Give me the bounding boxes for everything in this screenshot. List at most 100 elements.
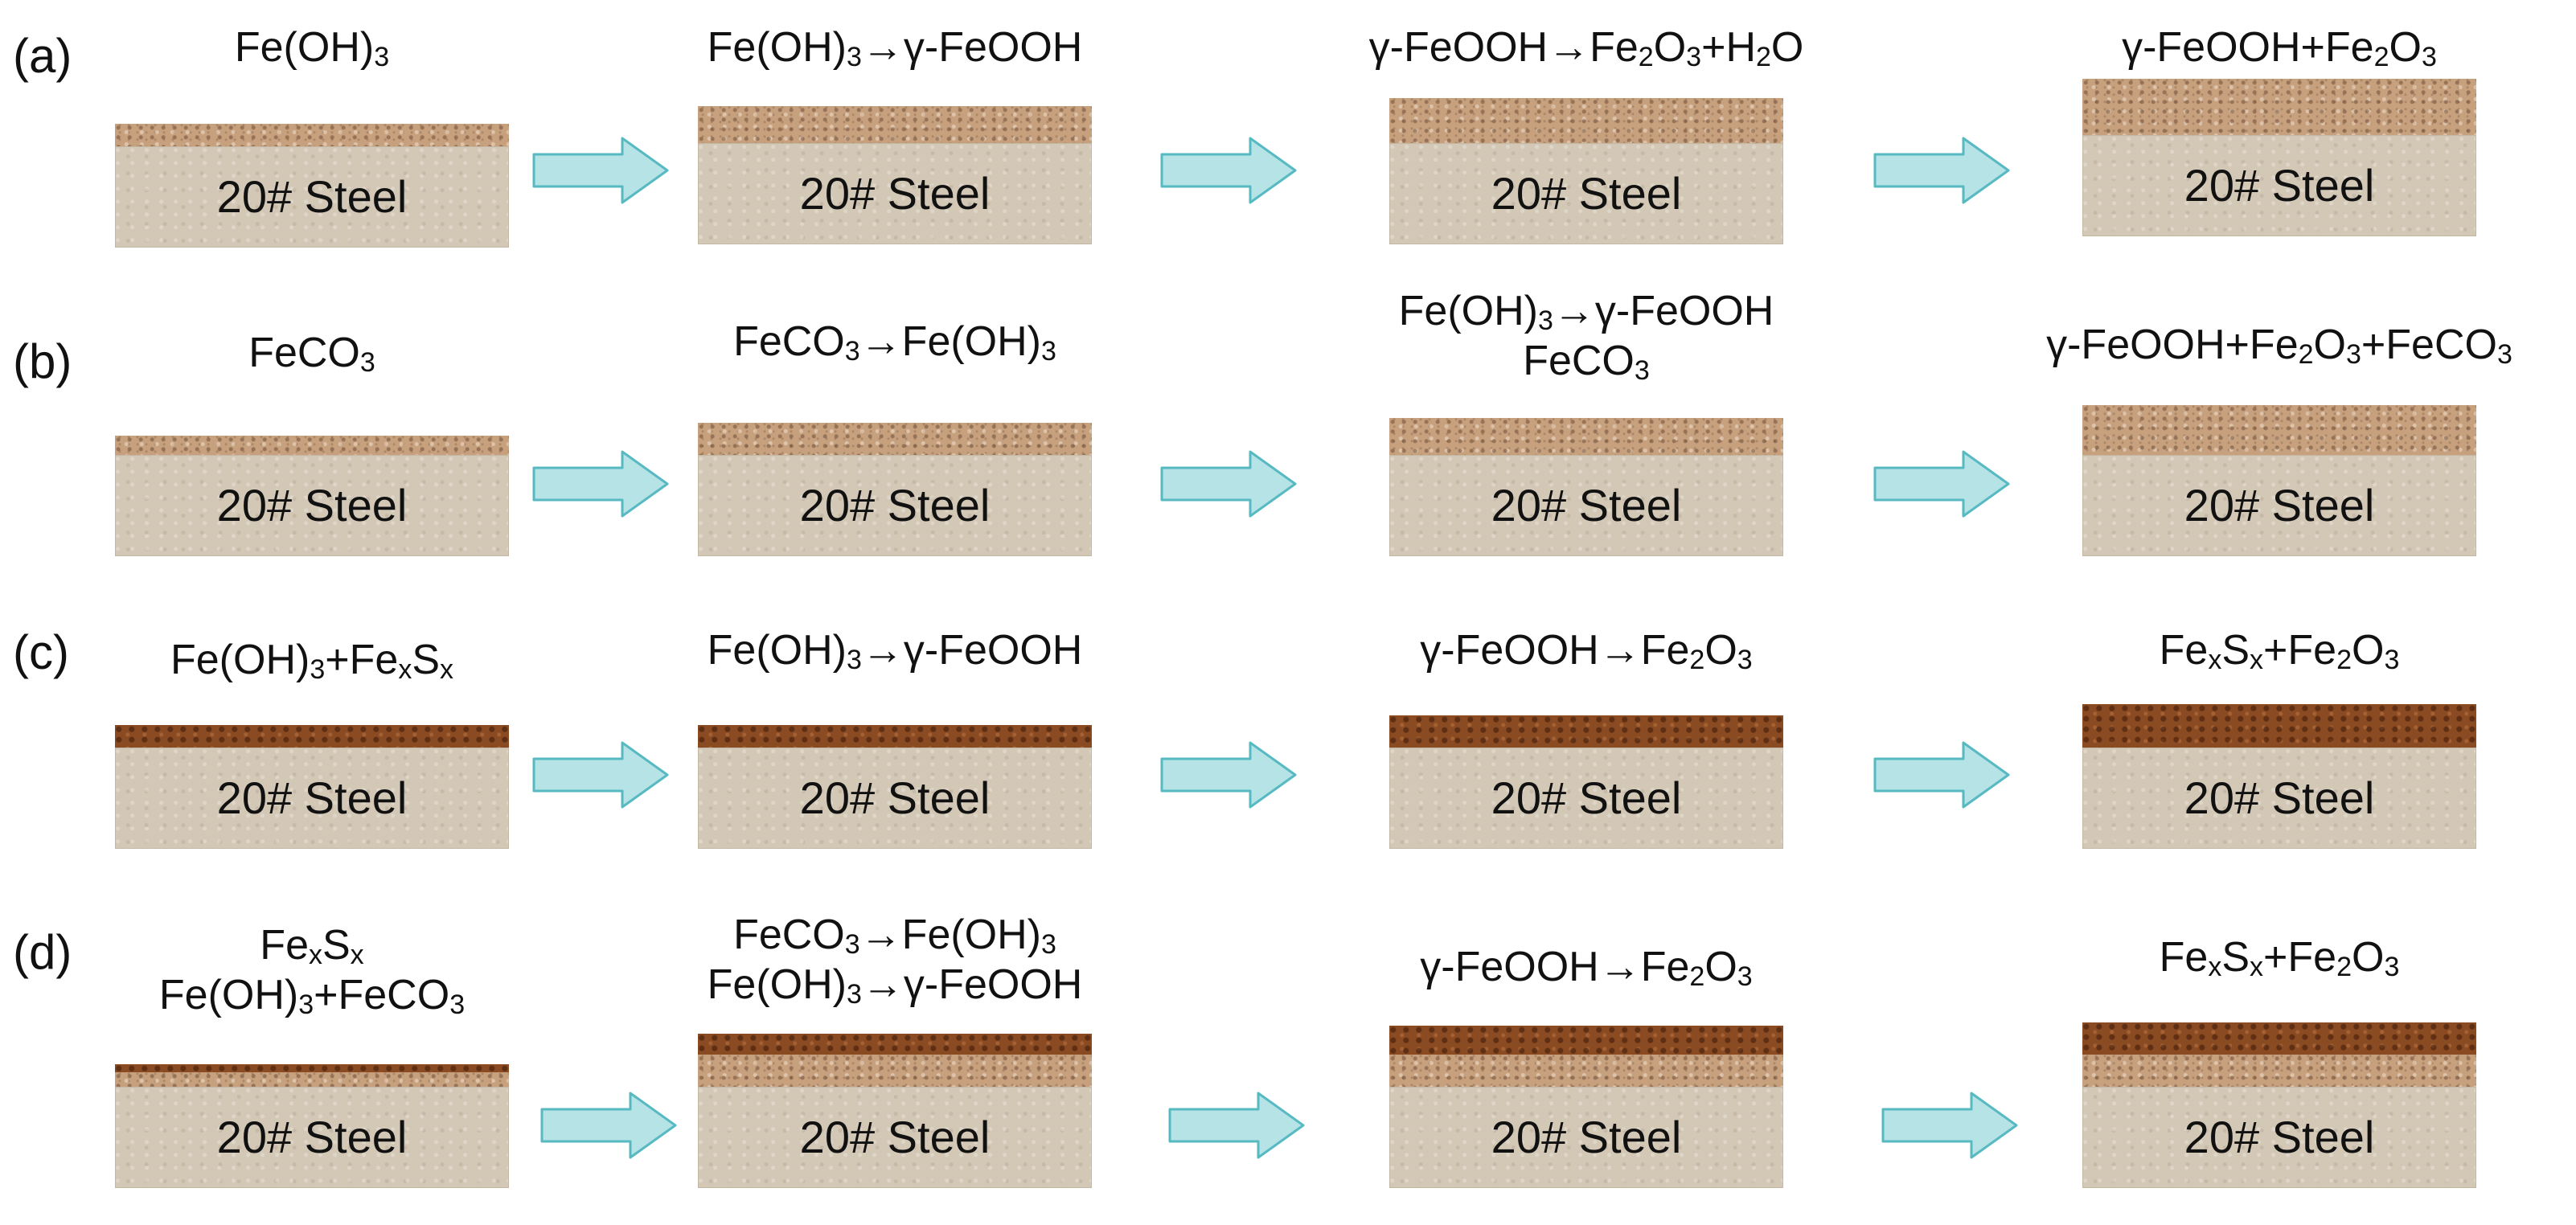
corrosion-film-layer-outer [115, 1064, 509, 1072]
product-label: γ-FeOOH+Fe2O3+FeCO3 [2046, 322, 2512, 370]
corrosion-film-layer [698, 106, 1092, 143]
steel-substrate: 20# Steel [698, 1087, 1092, 1188]
row-label: (b) [13, 334, 72, 388]
corrosion-film-layer [1389, 98, 1783, 143]
steel-label: 20# Steel [2184, 1112, 2375, 1162]
row-label: (d) [13, 925, 72, 979]
steel-label: 20# Steel [1491, 480, 1682, 531]
steel-label: 20# Steel [216, 1112, 408, 1162]
steel-substrate: 20# Steel [1389, 143, 1783, 244]
steel-panel: 20# Steel [698, 423, 1092, 556]
right-arrow-icon [1873, 741, 2010, 809]
steel-substrate: 20# Steel [115, 1087, 509, 1188]
corrosion-film-layer-outer [698, 1034, 1092, 1055]
right-arrow-icon [532, 741, 669, 809]
steel-substrate: 20# Steel [698, 748, 1092, 849]
steel-substrate: 20# Steel [2082, 455, 2476, 556]
right-arrow-icon [1160, 741, 1297, 809]
product-label: γ-FeOOH→Fe2O3+H2O [1368, 24, 1804, 72]
corrosion-film-layer [115, 124, 509, 146]
steel-panel: 20# Steel [2082, 704, 2476, 849]
steel-substrate: 20# Steel [115, 748, 509, 849]
product-label: FexSx+Fe2O3 [2159, 627, 2400, 675]
steel-substrate: 20# Steel [698, 455, 1092, 556]
steel-substrate: 20# Steel [115, 455, 509, 556]
product-label: γ-FeOOH→Fe2O3 [1420, 627, 1753, 675]
row-label: (a) [13, 29, 72, 83]
steel-substrate: 20# Steel [2082, 748, 2476, 849]
steel-substrate: 20# Steel [2082, 135, 2476, 236]
steel-label: 20# Steel [2184, 480, 2375, 531]
steel-label: 20# Steel [216, 772, 408, 823]
right-arrow-icon [1873, 137, 2010, 204]
corrosion-film-layer [2082, 1055, 2476, 1087]
steel-substrate: 20# Steel [698, 143, 1092, 244]
steel-panel: 20# Steel [115, 436, 509, 556]
corrosion-film-layer [2082, 704, 2476, 748]
corrosion-film-layer [698, 423, 1092, 455]
steel-panel: 20# Steel [2082, 405, 2476, 556]
steel-panel: 20# Steel [698, 725, 1092, 849]
product-label: FexSx+Fe2O3 [2159, 934, 2400, 982]
steel-label: 20# Steel [799, 480, 991, 531]
right-arrow-icon [1881, 1092, 2018, 1159]
right-arrow-icon [540, 1092, 677, 1159]
steel-panel: 20# Steel [115, 124, 509, 248]
steel-panel: 20# Steel [115, 1064, 509, 1188]
corrosion-film-layer [1389, 715, 1783, 748]
corrosion-film-layer [698, 1055, 1092, 1087]
corrosion-film-layer [115, 725, 509, 748]
corrosion-film-layer [115, 1072, 509, 1087]
steel-panel: 20# Steel [2082, 1022, 2476, 1188]
steel-label: 20# Steel [1491, 1112, 1682, 1162]
corrosion-film-layer [115, 436, 509, 455]
row-label: (c) [13, 625, 69, 679]
product-label: Fe(OH)3 [234, 24, 390, 72]
steel-panel: 20# Steel [1389, 715, 1783, 849]
right-arrow-icon [1168, 1092, 1305, 1159]
steel-label: 20# Steel [216, 480, 408, 531]
right-arrow-icon [532, 137, 669, 204]
steel-substrate: 20# Steel [115, 146, 509, 248]
corrosion-film-layer [1389, 1055, 1783, 1087]
steel-substrate: 20# Steel [1389, 455, 1783, 556]
corrosion-film-layer-outer [1389, 1026, 1783, 1055]
steel-label: 20# Steel [1491, 168, 1682, 219]
steel-panel: 20# Steel [698, 106, 1092, 244]
right-arrow-icon [1873, 450, 2010, 518]
steel-label: 20# Steel [1491, 772, 1682, 823]
steel-label: 20# Steel [799, 1112, 991, 1162]
product-label: Fe(OH)3+FexSx [170, 637, 453, 685]
product-label: FeCO3 [248, 330, 375, 378]
right-arrow-icon [1160, 137, 1297, 204]
corrosion-film-layer-outer [2082, 1022, 2476, 1055]
corrosion-film-layer [2082, 405, 2476, 455]
steel-panel: 20# Steel [2082, 79, 2476, 236]
steel-substrate: 20# Steel [1389, 1087, 1783, 1188]
right-arrow-icon [1160, 450, 1297, 518]
corrosion-film-layer [698, 725, 1092, 748]
product-label: Fe(OH)3→γ-FeOOH [707, 24, 1083, 72]
steel-label: 20# Steel [799, 772, 991, 823]
steel-panel: 20# Steel [115, 725, 509, 849]
product-label: Fe(OH)3→γ-FeOOH [707, 627, 1083, 675]
steel-panel: 20# Steel [698, 1034, 1092, 1188]
steel-panel: 20# Steel [1389, 1026, 1783, 1188]
product-label: γ-FeOOH→Fe2O3 [1420, 944, 1753, 992]
steel-substrate: 20# Steel [1389, 748, 1783, 849]
right-arrow-icon [532, 450, 669, 518]
corrosion-film-layer [2082, 79, 2476, 135]
steel-panel: 20# Steel [1389, 418, 1783, 556]
steel-label: 20# Steel [799, 168, 991, 219]
steel-substrate: 20# Steel [2082, 1087, 2476, 1188]
steel-label: 20# Steel [216, 171, 408, 222]
corrosion-film-layer [1389, 418, 1783, 455]
steel-panel: 20# Steel [1389, 98, 1783, 244]
product-label: γ-FeOOH+Fe2O3 [2122, 24, 2437, 72]
steel-label: 20# Steel [2184, 772, 2375, 823]
product-label: FeCO3→Fe(OH)3 [733, 318, 1056, 367]
steel-label: 20# Steel [2184, 160, 2375, 211]
